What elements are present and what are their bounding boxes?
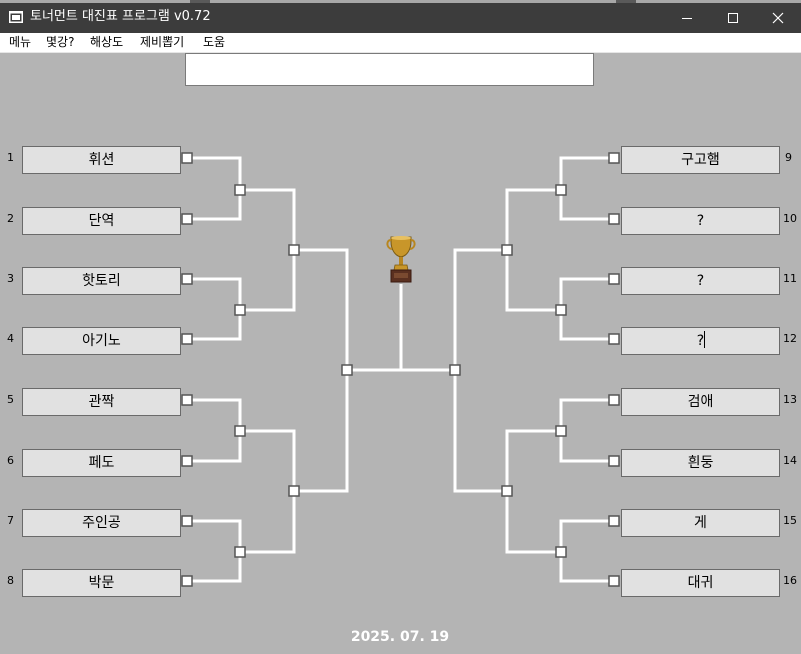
bracket-line — [505, 429, 561, 554]
close-button[interactable] — [755, 3, 801, 33]
menu-item-help[interactable]: 도움 — [203, 35, 226, 49]
bracket-node — [608, 213, 620, 225]
text-caret — [704, 331, 705, 348]
maximize-button[interactable] — [710, 3, 756, 33]
bracket-node — [608, 455, 620, 467]
bracket-line — [240, 188, 296, 312]
bracket-node — [181, 394, 193, 406]
menu-item-draw-lots[interactable]: 제비뽑기 — [140, 35, 185, 49]
player-slot[interactable]: ? — [621, 327, 780, 355]
bracket-node — [234, 425, 246, 437]
bracket-node — [501, 244, 513, 256]
bracket-node — [181, 455, 193, 467]
bracket-node — [608, 394, 620, 406]
bracket-node — [555, 304, 567, 316]
seed-number: 2 — [7, 212, 14, 225]
title-bar-top-strip — [0, 0, 801, 3]
player-slot[interactable]: 관짝 — [22, 388, 181, 416]
bracket-node — [608, 273, 620, 285]
bracket-line — [559, 519, 614, 583]
close-icon — [772, 12, 784, 24]
bracket-node — [234, 184, 246, 196]
bracket-node — [608, 515, 620, 527]
title-bar-top-strip-mark — [190, 0, 210, 3]
bracket-node — [608, 575, 620, 587]
menu-item-menu[interactable]: 메뉴 — [9, 35, 32, 49]
maximize-icon — [728, 13, 738, 23]
bracket-line — [294, 248, 349, 493]
player-slot[interactable]: 대귀 — [621, 569, 780, 597]
bracket-node — [501, 485, 513, 497]
bracket-line — [187, 277, 242, 341]
seed-number: 12 — [783, 332, 797, 345]
bracket-node — [181, 575, 193, 587]
bracket-node — [181, 515, 193, 527]
player-slot[interactable]: 페도 — [22, 449, 181, 477]
bracket-date: 2025. 07. 19 — [350, 629, 450, 645]
bracket-line — [559, 398, 614, 463]
seed-number: 9 — [785, 151, 792, 164]
player-slot[interactable]: 핫토리 — [22, 267, 181, 295]
player-slot[interactable]: 아기노 — [22, 327, 181, 355]
menu-item-bracket-size[interactable]: 몇강? — [46, 35, 75, 49]
seed-number: 1 — [7, 151, 14, 164]
player-slot[interactable]: 검애 — [621, 388, 780, 416]
bracket-node — [234, 304, 246, 316]
player-slot[interactable]: 휘션 — [22, 146, 181, 174]
bracket-node — [181, 273, 193, 285]
title-bar-top-strip-mark — [616, 0, 636, 3]
seed-number: 8 — [7, 574, 14, 587]
bracket-node — [288, 485, 300, 497]
seed-number: 16 — [783, 574, 797, 587]
bracket-node — [608, 152, 620, 164]
bracket-line — [187, 519, 242, 583]
minimize-icon — [682, 18, 692, 19]
seed-number: 5 — [7, 393, 14, 406]
seed-number: 11 — [783, 272, 797, 285]
title-bar: 토너먼트 대진표 프로그램 v0.72 — [0, 0, 801, 33]
player-slot[interactable]: 단역 — [22, 207, 181, 235]
seed-number: 6 — [7, 454, 14, 467]
bracket-line — [505, 188, 561, 312]
bracket-line — [240, 429, 296, 554]
header-text-box[interactable] — [185, 53, 594, 86]
seed-number: 14 — [783, 454, 797, 467]
seed-number: 4 — [7, 332, 14, 345]
bracket-node — [234, 546, 246, 558]
bracket-node — [181, 333, 193, 345]
menu-item-resolution[interactable]: 해상도 — [90, 35, 124, 49]
bracket-node — [288, 244, 300, 256]
bracket-node — [555, 546, 567, 558]
seed-number: 10 — [783, 212, 797, 225]
seed-number: 13 — [783, 393, 797, 406]
bracket-node — [341, 364, 353, 376]
player-slot[interactable]: ? — [621, 267, 780, 295]
window-title: 토너먼트 대진표 프로그램 v0.72 — [30, 9, 211, 24]
menu-bar: 메뉴 몇강? 해상도 제비뽑기 도움 — [0, 33, 801, 53]
seed-number: 7 — [7, 514, 14, 527]
player-slot[interactable]: 게 — [621, 509, 780, 537]
bracket-line — [187, 156, 242, 221]
bracket-line — [453, 248, 507, 493]
seed-number: 3 — [7, 272, 14, 285]
minimize-button[interactable] — [664, 3, 710, 33]
player-slot[interactable]: 흰둥 — [621, 449, 780, 477]
bracket-node — [181, 152, 193, 164]
bracket-line — [559, 156, 614, 221]
player-slot[interactable]: 박문 — [22, 569, 181, 597]
bracket-node — [181, 213, 193, 225]
bracket-node — [555, 425, 567, 437]
bracket-line — [559, 277, 614, 341]
player-slot[interactable]: 주인공 — [22, 509, 181, 537]
bracket-line — [187, 398, 242, 463]
seed-number: 15 — [783, 514, 797, 527]
bracket-node — [555, 184, 567, 196]
player-slot[interactable]: 구고햄 — [621, 146, 780, 174]
app-window-icon — [9, 11, 23, 23]
trophy-icon — [386, 236, 416, 283]
bracket-node — [449, 364, 461, 376]
bracket-node — [608, 333, 620, 345]
player-slot[interactable]: ? — [621, 207, 780, 235]
